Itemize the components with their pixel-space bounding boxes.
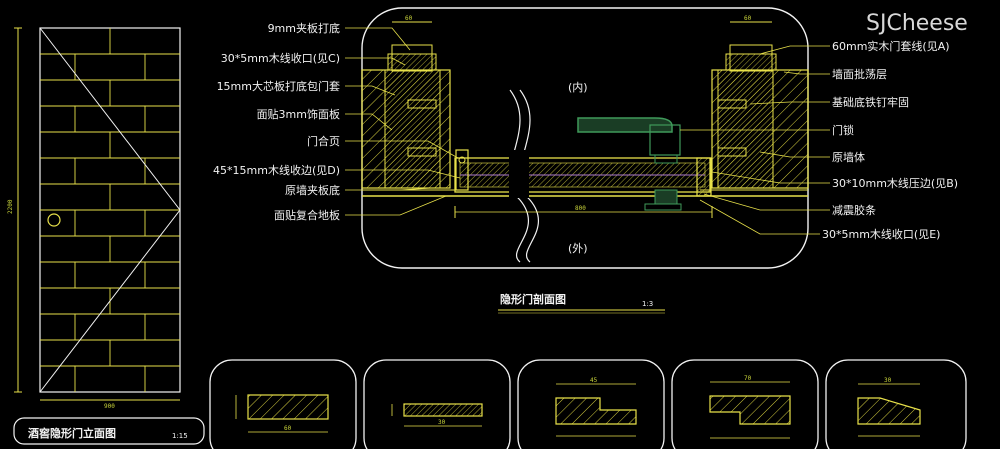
label-wall-plywood: 原墙夹板底 — [285, 183, 340, 197]
door-lock-icon — [577, 117, 682, 211]
label-trim-c: 30*5mm木线收口(见C) — [221, 51, 340, 65]
inside-label: (内) — [568, 80, 588, 94]
section-title: 隐形门剖面图 — [500, 292, 566, 306]
detail-d: 70 — [671, 359, 819, 449]
svg-text:45: 45 — [590, 377, 598, 384]
detail-e: 30 — [825, 359, 967, 449]
svg-text:900: 900 — [104, 403, 115, 410]
svg-text:60: 60 — [284, 425, 292, 432]
svg-text:30: 30 — [438, 419, 446, 426]
svg-text:800: 800 — [575, 205, 586, 212]
label-9mm-plywood: 9mm夹板打底 — [268, 21, 340, 35]
door-knob-icon — [47, 213, 61, 227]
elevation-scale: 1:15 — [172, 432, 188, 440]
label-hinge: 门合页 — [307, 134, 340, 148]
hinge-icon — [455, 149, 469, 191]
elevation-title: 酒窖隐形门立面图 — [28, 426, 116, 440]
label-door-casing-a: 60mm实木门套线(见A) — [832, 39, 950, 53]
label-rubber-strip: 减震胶条 — [832, 203, 876, 217]
svg-text:2200: 2200 — [7, 199, 14, 214]
elevation-panels — [40, 28, 180, 392]
label-trim-d: 45*15mm木线收边(见D) — [213, 163, 340, 177]
svg-text:30: 30 — [884, 377, 892, 384]
label-trim-b: 30*10mm木线压边(见B) — [832, 176, 958, 190]
label-laminate-floor: 面贴复合地板 — [274, 208, 340, 222]
label-blockboard: 15mm大芯板打底包门套 — [217, 79, 340, 93]
label-wall: 原墙体 — [832, 150, 865, 164]
section-scale: 1:3 — [642, 300, 653, 308]
svg-text:60: 60 — [405, 15, 413, 22]
watermark-logo: SJCheese — [866, 11, 968, 36]
svg-text:70: 70 — [744, 375, 752, 382]
detail-b: 30 — [363, 359, 511, 449]
door-elevation: 2200 900 酒窖隐形门立面图 1:15 — [7, 27, 205, 445]
door-swing-lines — [39, 27, 181, 393]
detail-c: 45 — [517, 359, 665, 449]
label-trim-e: 30*5mm木线收口(见E) — [822, 227, 940, 241]
label-nails: 基础底铁钉牢固 — [832, 95, 909, 109]
door-section: 60 60 — [213, 7, 958, 314]
outside-label: (外) — [568, 242, 588, 255]
detail-a: 60 — [209, 359, 357, 449]
label-veneer: 面贴3mm饰面板 — [257, 107, 340, 121]
label-lock: 门锁 — [832, 123, 854, 137]
label-plaster: 墙面批荡层 — [832, 67, 887, 81]
svg-text:60: 60 — [744, 15, 752, 22]
trim-details: 60 30 45 70 30 — [209, 359, 967, 449]
